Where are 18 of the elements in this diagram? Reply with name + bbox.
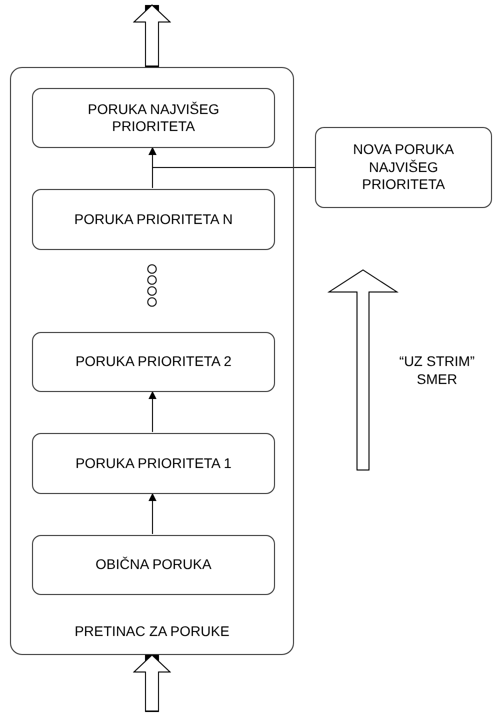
box-label: NOVA PORUKA NAJVIŠEG PRIORITETA: [352, 141, 455, 194]
box-label: PORUKA PRIORITETA 2: [74, 353, 233, 371]
arrow: [148, 390, 156, 432]
message-box: [32, 433, 275, 494]
message-box: [315, 127, 492, 208]
direction-label: “UZ STRIM” SMER: [398, 352, 476, 388]
container-box: [10, 67, 294, 655]
arrow: [148, 492, 156, 534]
message-box: [32, 189, 275, 250]
message-box: [32, 332, 275, 392]
box-label: PORUKA NAJVIŠEG PRIORITETA: [86, 100, 220, 136]
box-label: PORUKA PRIORITETA 1: [74, 454, 233, 472]
box-label: OBIČNA PORUKA: [94, 556, 212, 574]
message-box: [32, 88, 275, 148]
box-label: PORUKA PRIORITETA N: [73, 210, 234, 228]
container-title: PRETINAC ZA PORUKE: [74, 622, 230, 640]
message-box: [32, 535, 275, 595]
arrow: [148, 146, 316, 168]
